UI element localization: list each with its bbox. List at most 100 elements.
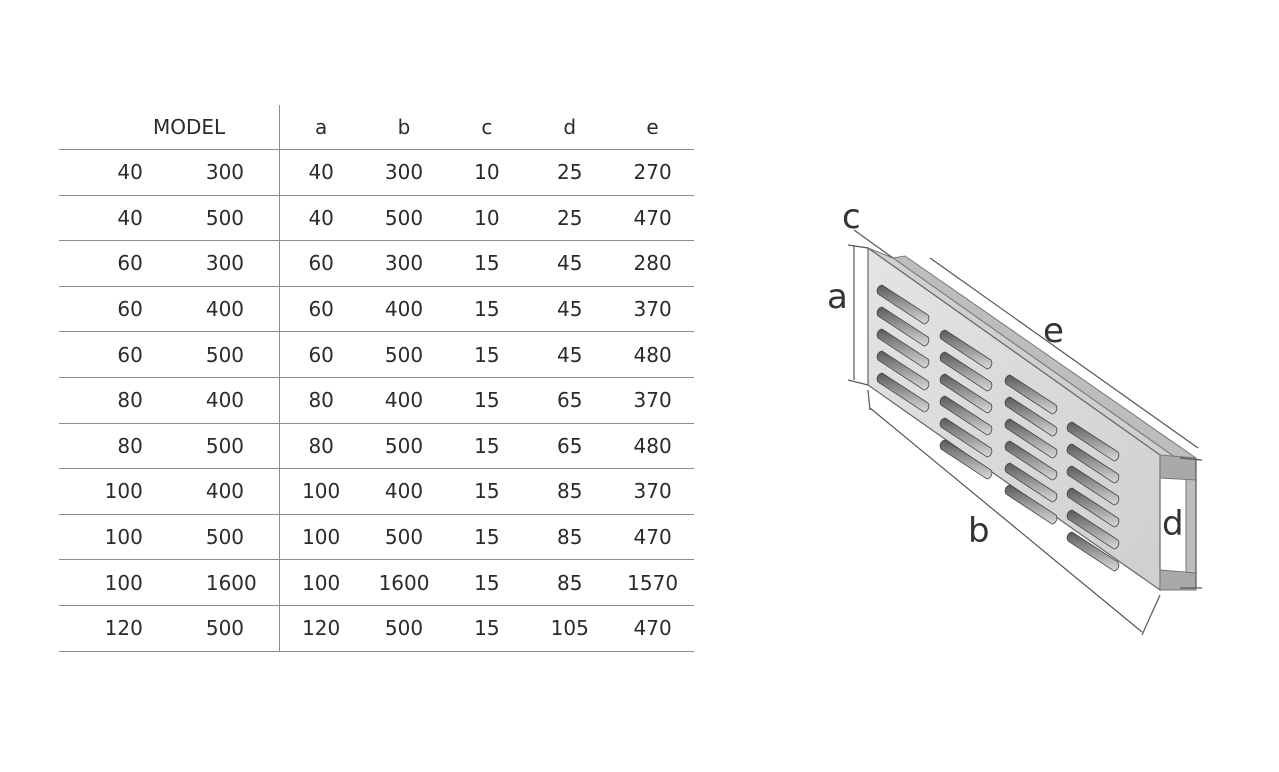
model-length-cell: 500 bbox=[145, 332, 280, 377]
dimension-e-cell: 370 bbox=[633, 388, 672, 413]
model-length-cell: 500 bbox=[145, 605, 280, 651]
dimension-b-cell: 300 bbox=[384, 160, 424, 185]
dimension-d-cell: 85 bbox=[557, 525, 583, 550]
dimension-b-cell: 400 bbox=[384, 479, 424, 504]
dimension-d-cell: 65 bbox=[557, 433, 583, 458]
header-b: b bbox=[397, 115, 411, 139]
dimension-a-cell: 100 bbox=[302, 479, 341, 504]
header-e: e bbox=[646, 115, 659, 139]
grille-slot bbox=[1066, 509, 1120, 550]
dimension-c-cell: 15 bbox=[474, 297, 500, 322]
label-d: d bbox=[1162, 504, 1184, 544]
dimension-e-cell: 470 bbox=[633, 525, 672, 550]
model-length-cell: 400 bbox=[145, 377, 280, 423]
model-width-cell: 80 bbox=[117, 433, 143, 458]
dimension-a-cell: 80 bbox=[308, 388, 334, 413]
dimension-d-cell: 45 bbox=[557, 251, 583, 276]
grille-slot bbox=[1004, 418, 1058, 459]
dimension-e-cell: 370 bbox=[633, 297, 672, 322]
dimension-c-cell: 15 bbox=[474, 388, 500, 413]
grille-slot bbox=[1066, 487, 1120, 528]
dimension-d-cell: 45 bbox=[557, 297, 583, 322]
label-c: c bbox=[842, 197, 861, 237]
grille-slot bbox=[876, 372, 930, 413]
dimension-b-cell: 500 bbox=[384, 616, 424, 641]
grille-slot bbox=[1004, 396, 1058, 437]
grille-slot bbox=[1004, 484, 1058, 525]
dimension-a-cell: 60 bbox=[308, 297, 334, 322]
dimension-c-cell: 15 bbox=[474, 525, 500, 550]
dimension-b-cell: 1600 bbox=[378, 570, 430, 595]
dimension-b-cell: 500 bbox=[384, 525, 424, 550]
grille-slot bbox=[1004, 462, 1058, 503]
dimension-c-cell: 15 bbox=[474, 570, 500, 595]
grille-slots bbox=[876, 284, 1120, 572]
dimension-c-cell: 15 bbox=[474, 342, 500, 367]
dimension-e-cell: 270 bbox=[633, 160, 672, 185]
model-width-cell: 100 bbox=[104, 479, 143, 504]
grille-slot bbox=[939, 329, 993, 370]
dimension-d-cell: 25 bbox=[557, 160, 583, 185]
model-length-cell: 400 bbox=[145, 286, 280, 332]
model-width-cell: 120 bbox=[104, 616, 143, 641]
dimension-b-cell: 400 bbox=[384, 388, 424, 413]
model-width-cell: 80 bbox=[117, 388, 143, 413]
dimension-d-cell: 85 bbox=[557, 479, 583, 504]
grille-slot bbox=[1066, 421, 1120, 462]
grille-slot bbox=[939, 373, 993, 414]
dimension-b-cell: 500 bbox=[384, 342, 424, 367]
grille-side-bracket-bottom bbox=[1159, 569, 1197, 591]
model-width-cell: 100 bbox=[104, 525, 143, 550]
dimension-e-cell: 1570 bbox=[627, 570, 679, 595]
dimension-a-cell: 100 bbox=[302, 525, 341, 550]
model-length-cell: 500 bbox=[145, 195, 280, 241]
model-length-cell: 500 bbox=[145, 514, 280, 560]
dimension-b-cell: 500 bbox=[384, 433, 424, 458]
vent-grille-diagram: c a e b d bbox=[827, 197, 1203, 636]
grille-slot bbox=[876, 306, 930, 347]
dimension-e-cell: 480 bbox=[633, 433, 672, 458]
dimension-a-cell: 40 bbox=[308, 160, 334, 185]
model-width-cell: 40 bbox=[117, 160, 143, 185]
grille-slot bbox=[1004, 440, 1058, 481]
grille-slot bbox=[939, 439, 993, 480]
grille-slot bbox=[1004, 374, 1058, 415]
dimension-b-cell: 300 bbox=[384, 251, 424, 276]
dimension-a-cell: 40 bbox=[308, 205, 334, 230]
dimension-d-cell: 65 bbox=[557, 388, 583, 413]
header-c: c bbox=[481, 115, 493, 139]
model-length-cell: 400 bbox=[145, 469, 280, 514]
dimension-line-b bbox=[869, 407, 1143, 633]
dimension-c-cell: 15 bbox=[474, 479, 500, 504]
dimension-c-cell: 10 bbox=[474, 160, 500, 185]
grille-slot bbox=[1066, 531, 1120, 572]
model-length-cell: 300 bbox=[145, 150, 280, 195]
label-b: b bbox=[968, 511, 990, 551]
dimension-d-cell: 85 bbox=[557, 570, 583, 595]
header-d: d bbox=[563, 115, 577, 139]
grille-slot bbox=[876, 328, 930, 369]
label-a: a bbox=[827, 277, 848, 317]
dimension-b-cell: 500 bbox=[384, 205, 424, 230]
dimension-c-cell: 15 bbox=[474, 251, 500, 276]
dimension-d-cell: 45 bbox=[557, 342, 583, 367]
dimension-a-cell: 100 bbox=[302, 570, 341, 595]
model-width-cell: 60 bbox=[117, 297, 143, 322]
dimension-a-cell: 120 bbox=[302, 616, 341, 641]
model-length-cell: 300 bbox=[145, 241, 280, 286]
grille-slot bbox=[1066, 465, 1120, 506]
dimension-e-cell: 280 bbox=[633, 251, 672, 276]
dimension-e-cell: 470 bbox=[633, 205, 672, 230]
model-width-cell: 60 bbox=[117, 342, 143, 367]
model-width-cell: 60 bbox=[117, 251, 143, 276]
